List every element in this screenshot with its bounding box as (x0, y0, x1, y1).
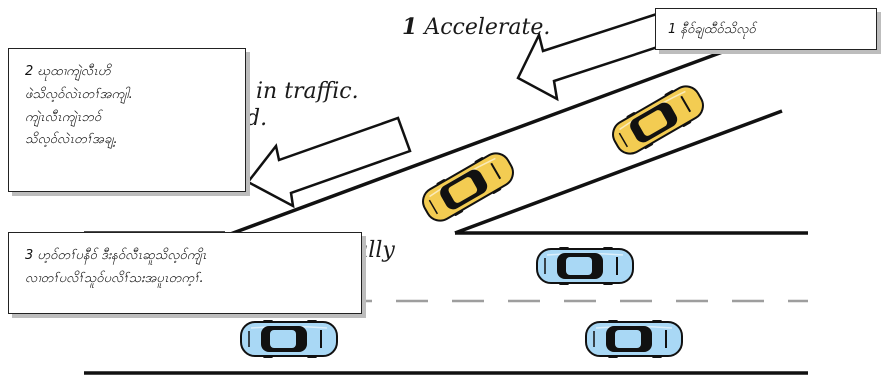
merging-car-front (612, 85, 704, 155)
traffic-car-2 (240, 320, 338, 358)
ramp-lower-edge (454, 109, 783, 235)
callout-step3: 3 ဟ့ဝ်တၢ်ပနီဝ် ဒီးနဝ်လီၤဆူသိလ့ဝ်ကျိၤ လၢတ… (8, 232, 362, 314)
label-step1-number: 1 (402, 14, 418, 40)
merging-car-rear (422, 152, 514, 222)
label-step1-text: Accelerate. (424, 15, 551, 40)
label-step2-partial: in traffic. (256, 79, 359, 104)
callout-step2: 2 ဃုထၢကျဲလီၤဟိ ဖဲသိလ့ဝ်လဲၤတၢ်အကျါ. ကျဲၤလ… (8, 48, 246, 192)
traffic-car-1 (536, 247, 634, 285)
arrow-step2-shape (246, 116, 412, 209)
ramp-upper-edge (224, 22, 799, 238)
traffic-car-3 (585, 320, 683, 358)
arrow-step2 (246, 116, 412, 209)
label-step1: 1 Accelerate. (402, 14, 550, 40)
cars (240, 85, 704, 358)
callout-step1: 1 နီဝ်ချထီဝ်သိလုဝ် (655, 8, 877, 50)
label-step2-fragment: d. (246, 106, 268, 131)
